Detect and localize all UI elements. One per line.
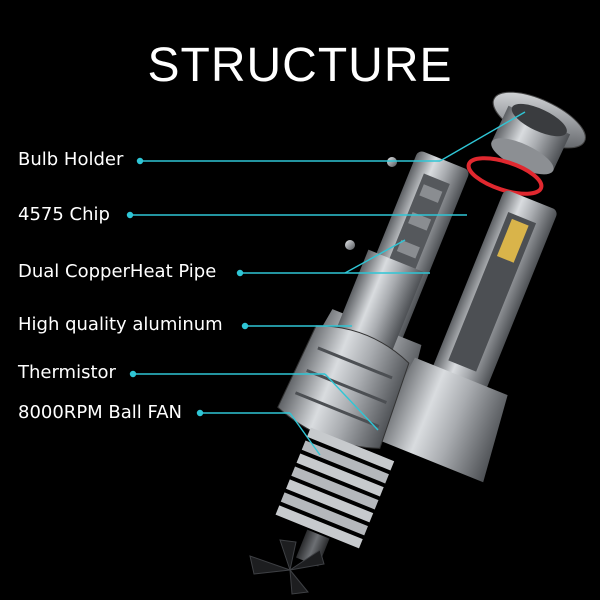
callout-heat-pipe xyxy=(236,239,430,277)
screw-icon xyxy=(345,240,355,250)
callout-bulb-holder xyxy=(136,111,526,165)
right-shell-part xyxy=(371,190,557,483)
page-title: STRUCTURE xyxy=(147,39,453,92)
label-fan: 8000RPM Ball FAN xyxy=(18,402,183,423)
callout-thermistor xyxy=(129,370,379,431)
label-heat-pipe: Dual CopperHeat Pipe xyxy=(18,261,217,282)
bulb-holder-part xyxy=(491,91,586,175)
callout-aluminum xyxy=(241,322,352,330)
label-chip: 4575 Chip xyxy=(18,204,110,225)
aluminum-body-part xyxy=(277,249,425,449)
screw-icon xyxy=(387,157,397,167)
label-aluminum: High quality aluminum xyxy=(18,314,223,335)
label-thermistor: Thermistor xyxy=(18,362,116,383)
seal-ring xyxy=(466,156,544,196)
label-bulb-holder: Bulb Holder xyxy=(18,149,124,170)
heat-sink-fins xyxy=(275,427,395,567)
callout-fan xyxy=(196,409,321,456)
callout-chip xyxy=(126,211,467,219)
fan-part xyxy=(249,539,325,595)
